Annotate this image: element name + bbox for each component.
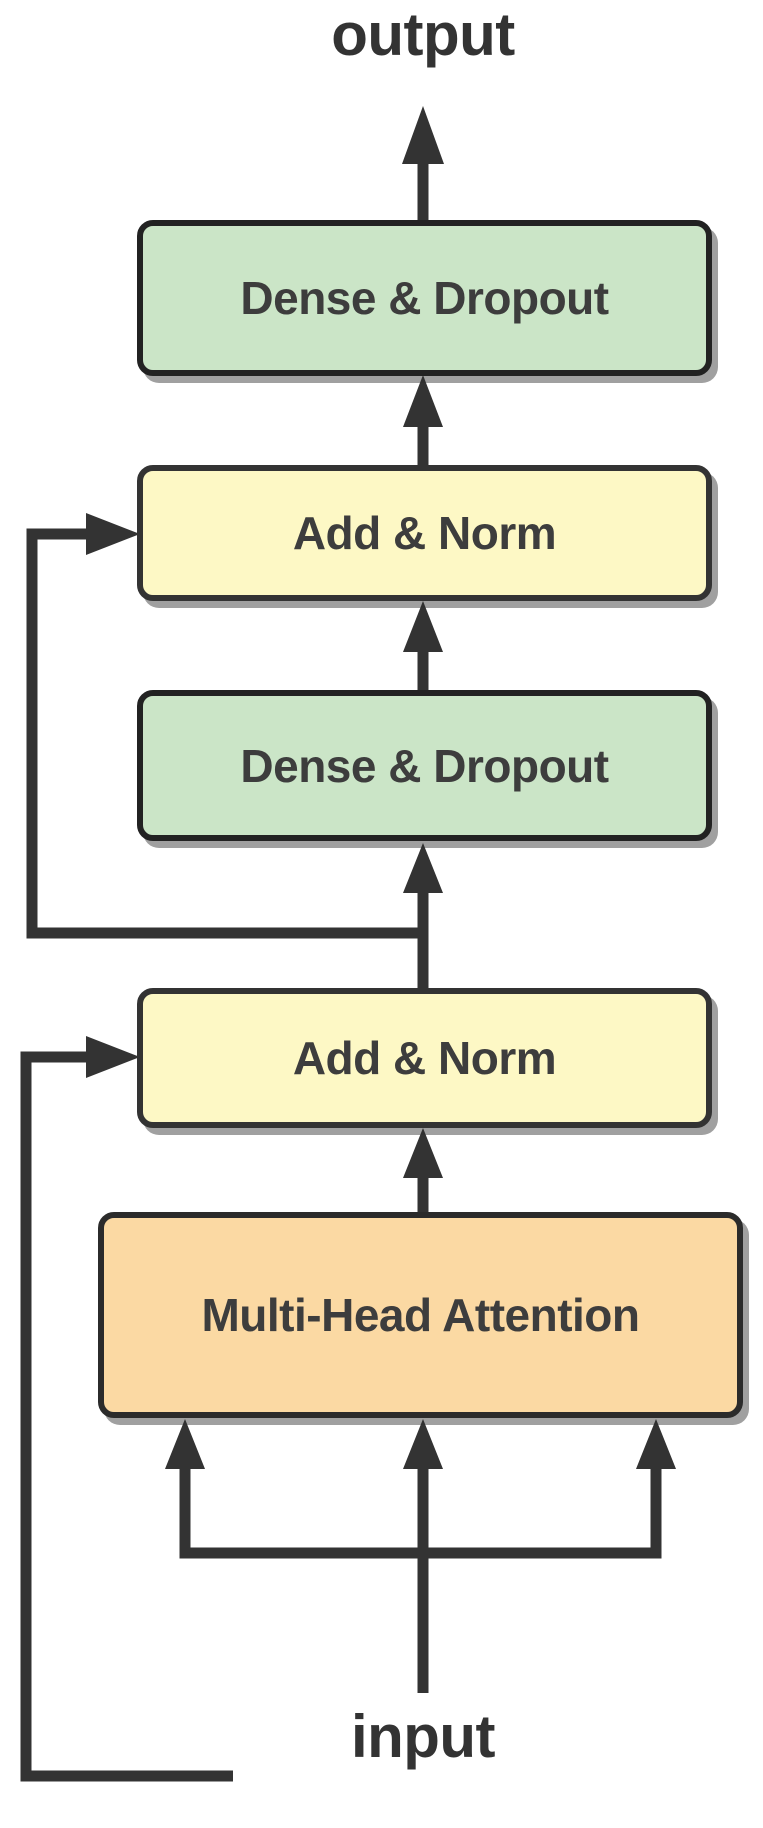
dense-dropout-top-label: Dense & Dropout [240,272,609,324]
arrowheads [86,106,676,1469]
add-norm-bottom-label: Add & Norm [292,1032,557,1084]
dense-dropout-box-top: Dense & Dropout [137,220,712,376]
arrowhead-mha-center [403,1419,443,1469]
arrowhead-into-addnorm2-bottom [403,1128,443,1178]
arrowhead-into-addnorm1-bottom [403,601,443,652]
add-norm-top-label: Add & Norm [292,507,557,559]
dense-dropout-box-mid: Dense & Dropout [137,690,712,841]
multi-head-attention-label: Multi-Head Attention [201,1289,640,1341]
skip-connection-lower [20,1051,233,1782]
skip-connection-upper [26,528,423,939]
add-norm-box-bottom: Add & Norm [137,988,712,1128]
arrowhead-into-addnorm2-left [86,1036,140,1078]
arrowhead-output [402,106,444,164]
output-label: output [331,1,515,68]
dense-dropout-mid-label: Dense & Dropout [240,739,609,792]
arrowhead-into-dense1 [403,375,443,427]
arrowhead-mha-left [165,1419,205,1469]
connector-lines [20,161,662,1782]
arrowhead-mha-right [636,1419,676,1469]
multi-head-attention-box: Multi-Head Attention [98,1212,743,1418]
add-norm-box-top: Add & Norm [137,465,712,601]
arrowhead-into-dense2 [403,843,443,893]
input-label: input [350,1703,496,1770]
arrowhead-into-addnorm1-left [86,513,140,555]
